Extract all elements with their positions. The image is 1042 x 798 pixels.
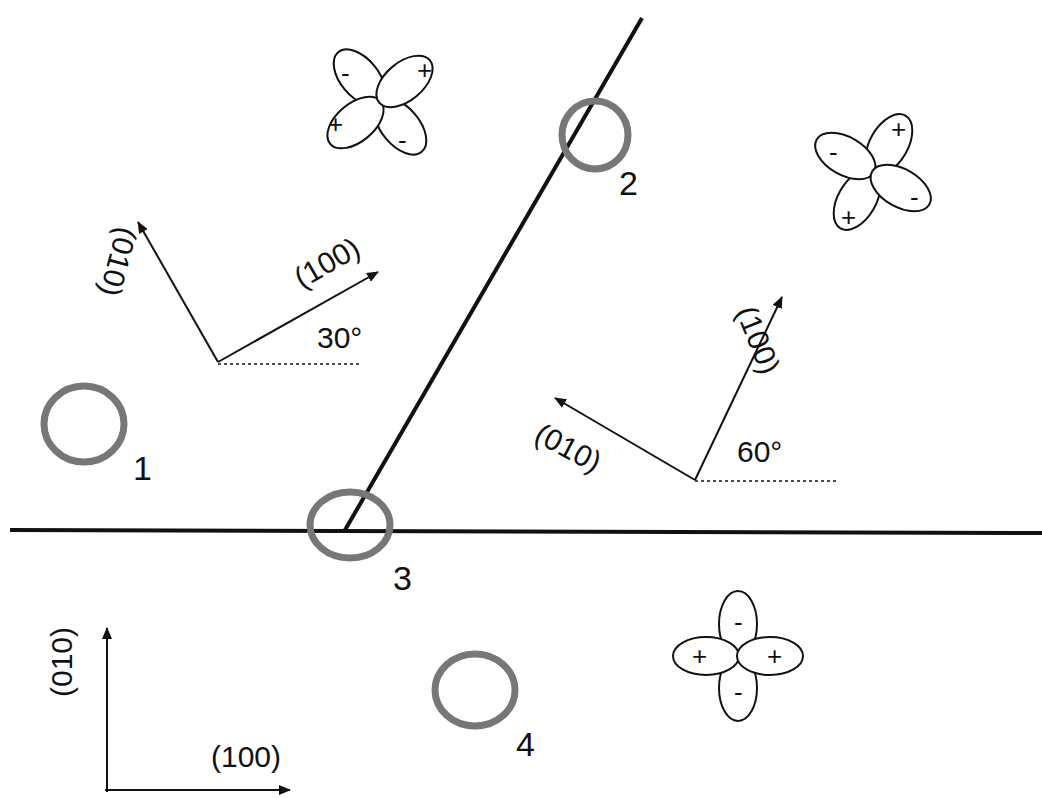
lobe-sign: -: [734, 679, 743, 705]
axis-label: (100): [731, 302, 785, 378]
axis-arrow: [218, 272, 378, 362]
angle-label: 60°: [737, 437, 782, 467]
axis-label: (010): [530, 418, 606, 477]
reference-line: [695, 480, 836, 482]
lobe-sign: -: [910, 184, 919, 210]
junction-ring: [562, 101, 628, 169]
d-wave-lobes: [288, 10, 471, 193]
lobe-sign: +: [767, 643, 782, 669]
lobe-sign: -: [341, 60, 350, 86]
lobe-sign: +: [891, 116, 906, 142]
axis-arrow: [106, 628, 108, 792]
lobe-sign: +: [692, 643, 707, 669]
grain-boundary: [345, 18, 642, 530]
lobe-sign: -: [398, 127, 407, 153]
axis-label: (100): [289, 232, 365, 293]
axis-label: (100): [211, 742, 281, 772]
lobe-sign: +: [328, 111, 343, 137]
callout-number: 2: [619, 166, 638, 200]
angle-label: 30°: [317, 323, 362, 353]
d-wave-lobes: [784, 83, 962, 261]
reference-line: [218, 363, 362, 365]
axis-arrow: [105, 789, 290, 791]
lobe-sign: -: [829, 139, 838, 165]
junction-ring: [44, 386, 124, 462]
junction-ring: [310, 492, 390, 558]
axis-arrow: [138, 222, 218, 362]
callout-number: 1: [133, 451, 152, 485]
lobe-sign: +: [417, 57, 432, 83]
grain-boundary: [10, 530, 1042, 533]
junction-ring: [435, 654, 515, 726]
d-wave-lobes: [673, 591, 803, 721]
callout-number: 4: [516, 727, 535, 761]
axis-label: (010): [47, 627, 77, 697]
callout-number: 3: [393, 561, 412, 595]
lobe-sign: +: [841, 204, 856, 230]
lobe-sign: -: [734, 609, 743, 635]
axis-label: (010): [94, 224, 141, 299]
